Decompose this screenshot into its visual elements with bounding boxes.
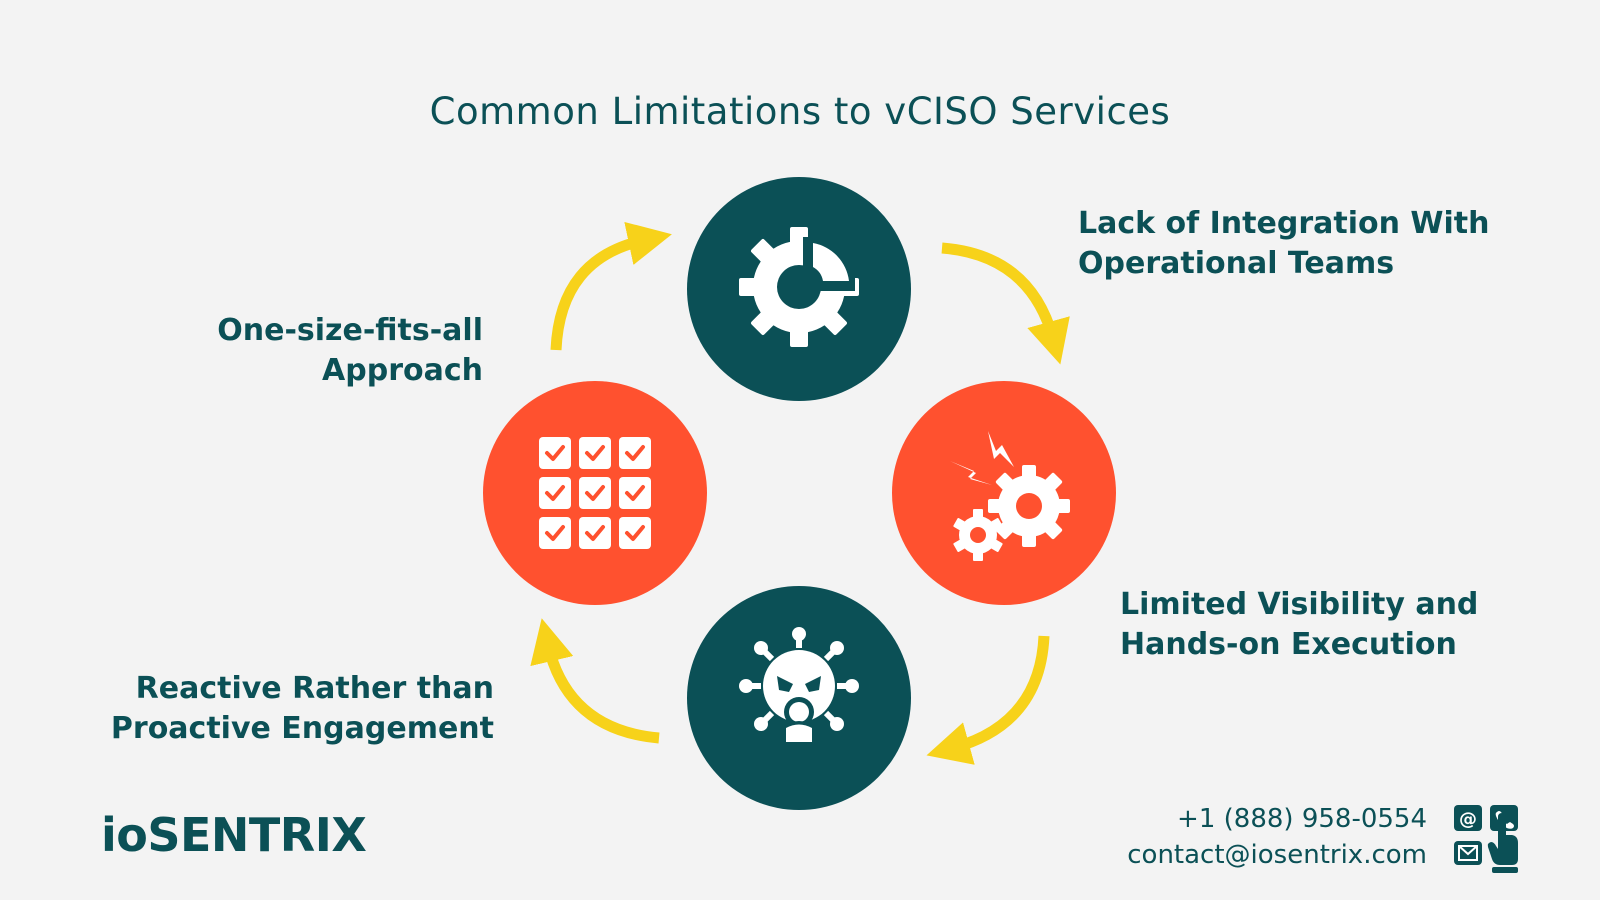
at-icon: @ [1454, 805, 1482, 831]
hand-pointer-icon [1487, 813, 1518, 873]
arrow-top-left [550, 221, 672, 351]
label-reactive: Reactive Rather than Proactive Engagemen… [110, 671, 494, 746]
arrow-top-right [941, 242, 1070, 365]
gear-icon [739, 227, 859, 347]
mail-icon [1454, 841, 1482, 865]
circle-left [483, 381, 707, 605]
brand-logo: ioSENTRIX [101, 808, 367, 862]
label-visibility: Limited Visibility and Hands-on Executio… [1120, 587, 1479, 662]
label-one-size: One-size-fits-all Approach [217, 313, 483, 388]
arrow-bottom-right [926, 635, 1050, 765]
virus-threat-icon [739, 627, 859, 742]
contact-email[interactable]: contact@iosentrix.com [1127, 840, 1427, 870]
circle-right [892, 381, 1116, 605]
arrow-bottom-left [530, 618, 660, 744]
checklist-grid-icon [539, 437, 651, 549]
label-integration: Lack of Integration With Operational Tea… [1078, 206, 1490, 281]
contact-icons: @ [1454, 805, 1518, 873]
page-title: Common Limitations to vCISO Services [429, 90, 1171, 133]
circle-bottom [687, 586, 911, 810]
broken-gears-icon [950, 431, 1070, 561]
circle-top [687, 177, 911, 401]
contact-phone[interactable]: +1 (888) 958-0554 [1177, 804, 1427, 834]
svg-text:@: @ [1459, 809, 1477, 830]
